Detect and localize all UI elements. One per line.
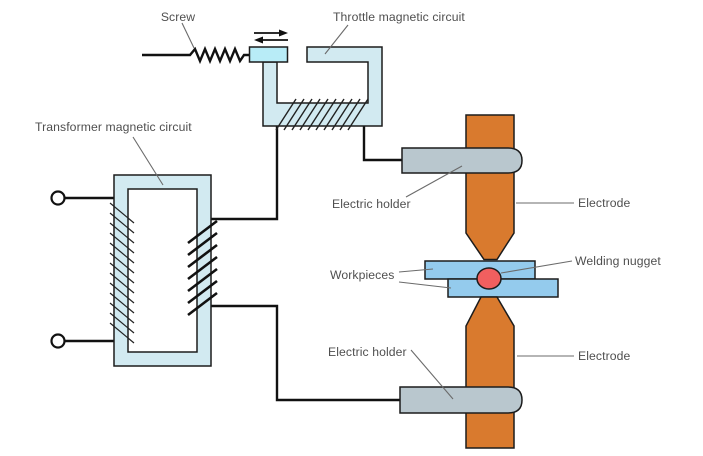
- wire-transformer-to-throttle: [211, 126, 279, 221]
- coil-turn: [331, 98, 353, 131]
- electric-holders: [399, 147, 523, 414]
- label-electrode-lower: Electrode: [578, 349, 631, 363]
- label-electric-holder-lower: Electric holder: [328, 345, 407, 359]
- winding-turn: [109, 242, 135, 264]
- winding-turn: [109, 272, 135, 294]
- label-transformer-magnetic-circuit: Transformer magnetic circuit: [35, 120, 192, 134]
- armature-block: [248, 46, 289, 63]
- electrode-upper: [465, 114, 515, 261]
- transformer-window: [127, 188, 198, 353]
- leader-throttle: [324, 24, 349, 55]
- label-electric-holder-upper: Electric holder: [332, 197, 411, 211]
- secondary-winding: [187, 219, 218, 317]
- winding-turn: [109, 282, 135, 304]
- workpieces: [424, 260, 559, 298]
- leader-holder-lower: [410, 349, 454, 400]
- coil-turn: [339, 98, 361, 131]
- winding-turn: [109, 202, 135, 224]
- screw-shaft: [142, 45, 249, 65]
- winding-turn: [109, 292, 135, 314]
- electrode-lower: [465, 296, 515, 449]
- winding-turn: [187, 279, 218, 305]
- wire-throttle-to-upper-holder: [362, 126, 402, 162]
- wire-transformer-to-lower-holder: [211, 304, 400, 402]
- coil-turn: [347, 98, 369, 131]
- winding-turn: [187, 267, 218, 293]
- winding-turn: [109, 252, 135, 274]
- welding-nugget: [476, 267, 502, 290]
- leader-lines: [132, 22, 574, 400]
- arrow-right-icon: [279, 29, 288, 37]
- coil-turn: [307, 98, 329, 131]
- leader-workpiece-upper: [398, 268, 434, 273]
- electric-holder-lower: [399, 386, 523, 414]
- winding-turn: [109, 262, 135, 284]
- label-workpieces: Workpieces: [330, 268, 394, 282]
- winding-turn: [187, 243, 218, 269]
- throttle-coil: [275, 98, 369, 131]
- winding-turn: [187, 219, 218, 245]
- winding-turn: [109, 302, 135, 324]
- coil-turn: [315, 98, 337, 131]
- winding-turn: [109, 212, 135, 234]
- leader-transformer: [132, 136, 164, 186]
- terminal-top-icon: [50, 190, 66, 206]
- label-throttle-magnetic-circuit: Throttle magnetic circuit: [333, 10, 465, 24]
- workpiece-lower: [447, 278, 559, 298]
- label-screw: Screw: [161, 10, 195, 24]
- coil-turn: [283, 98, 305, 131]
- secondary-wires: [211, 126, 402, 402]
- arrow-left-icon: [254, 36, 263, 44]
- winding-turn: [109, 232, 135, 254]
- electric-holder-upper: [401, 147, 523, 174]
- input-terminals: [50, 190, 114, 349]
- winding-turn: [109, 322, 135, 344]
- winding-turn: [109, 312, 135, 334]
- leader-workpiece-lower: [398, 281, 452, 289]
- leader-holder-upper: [405, 165, 463, 198]
- label-welding-nugget: Welding nugget: [575, 254, 661, 268]
- winding-turn: [187, 231, 218, 257]
- primary-winding: [109, 202, 135, 344]
- motion-arrows: [254, 29, 288, 44]
- winding-turn: [187, 255, 218, 281]
- winding-turn: [109, 222, 135, 244]
- coil-turn: [299, 98, 321, 131]
- leader-nugget: [500, 260, 573, 274]
- screw-assembly: [142, 29, 288, 65]
- coil-turn: [323, 98, 345, 131]
- throttle-magnetic-circuit: [248, 46, 383, 131]
- coil-turn: [291, 98, 313, 131]
- coil-turn: [275, 98, 297, 131]
- leader-screw: [181, 22, 195, 49]
- label-electrode-upper: Electrode: [578, 196, 631, 210]
- terminal-bottom-icon: [50, 333, 66, 349]
- transformer-magnetic-circuit: [109, 174, 218, 367]
- labels: Screw Throttle magnetic circuit Transfor…: [35, 10, 661, 363]
- winding-turn: [187, 291, 218, 317]
